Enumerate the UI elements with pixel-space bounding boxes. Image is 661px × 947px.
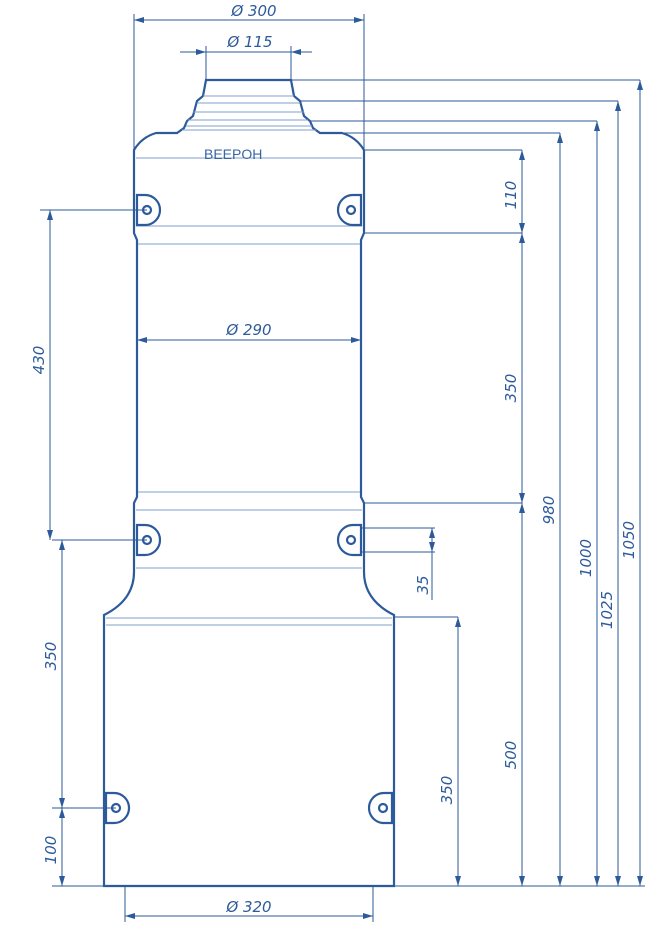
dim-dia-300: Ø 300 [230, 2, 276, 20]
dim-dia-290: Ø 290 [225, 321, 271, 339]
dim-100: 100 [42, 836, 60, 865]
dim-dia-320: Ø 320 [225, 898, 271, 916]
mount-holes [104, 193, 394, 825]
dim-350-left: 350 [42, 642, 60, 671]
dimension-labels: BEEPOH Ø 300 Ø 115 Ø 290 Ø 320 110 350 5… [30, 2, 638, 916]
brand-label: BEEPOH [204, 146, 262, 162]
extension-lines [40, 14, 645, 922]
dim-dia-115: Ø 115 [226, 33, 272, 51]
dim-110: 110 [502, 181, 520, 210]
dim-1050: 1050 [620, 521, 638, 559]
dim-350-right: 350 [438, 776, 456, 805]
dimension-lines [47, 17, 643, 919]
dim-35: 35 [414, 575, 432, 594]
dim-1025: 1025 [598, 591, 616, 629]
dim-350-mid: 350 [502, 374, 520, 403]
dim-1000: 1000 [577, 539, 595, 577]
dim-980: 980 [540, 496, 558, 525]
dim-500: 500 [502, 741, 520, 770]
dim-430: 430 [30, 346, 48, 375]
outline [102, 78, 396, 888]
